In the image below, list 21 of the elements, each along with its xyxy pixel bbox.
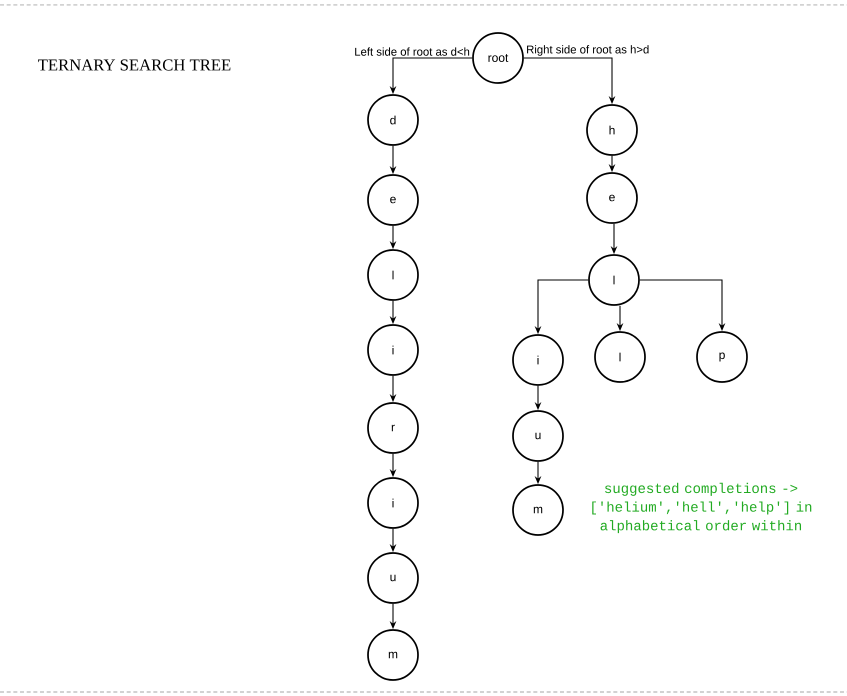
- tree-node: u: [367, 552, 419, 604]
- tree-node: m: [367, 629, 419, 681]
- edge-label: Left side of root as d<h: [355, 47, 470, 56]
- edge-label: Right side of root as h>d: [527, 45, 649, 56]
- tree-node: i: [367, 324, 419, 376]
- tree-node: p: [696, 331, 748, 383]
- tree-node: e: [367, 174, 419, 226]
- tree-node: m: [512, 484, 564, 536]
- tree-node: root: [472, 32, 524, 84]
- title: TERNARY SEARCH TREE: [38, 59, 230, 71]
- tree-node: l: [594, 331, 646, 383]
- tree-node: u: [512, 410, 564, 462]
- note: suggested completions -> ['helium','hell','help'] in alphabetical order within: [592, 482, 812, 534]
- tree-node: i: [512, 334, 564, 386]
- tree-node: d: [367, 94, 419, 146]
- tree-node: l: [588, 254, 640, 306]
- tree-node: e: [586, 172, 638, 224]
- tree-node: i: [367, 477, 419, 529]
- tree-node: l: [367, 249, 419, 301]
- tree-node: h: [586, 104, 638, 156]
- tree-node: r: [367, 402, 419, 454]
